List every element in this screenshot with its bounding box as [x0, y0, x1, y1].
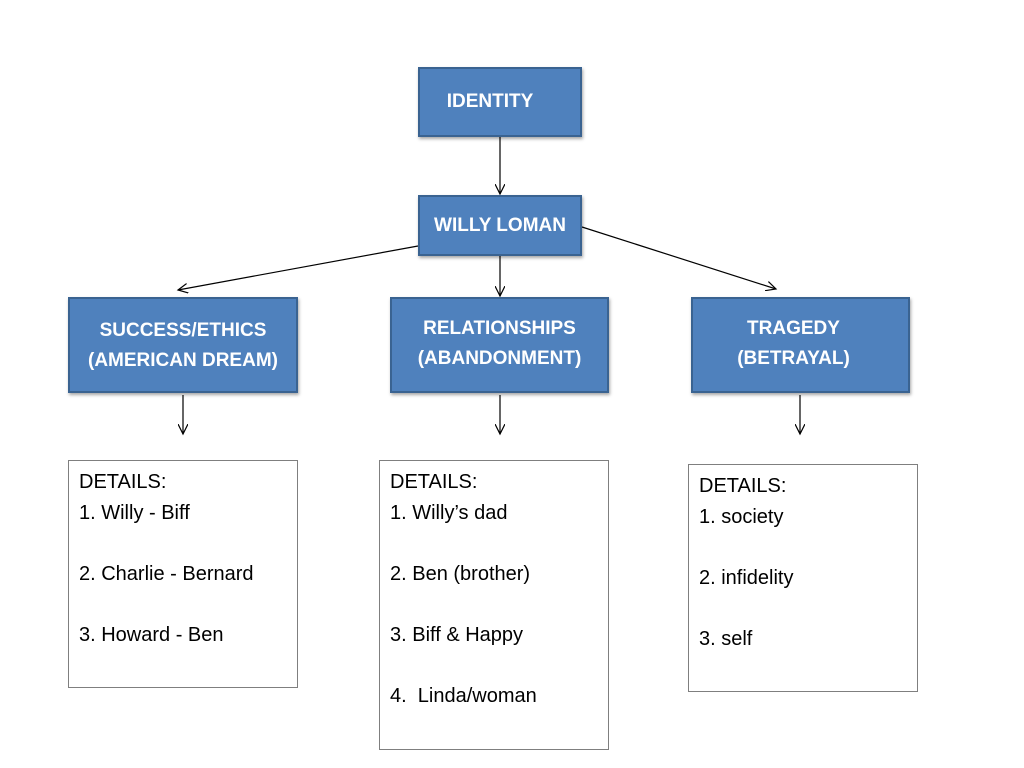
node-willy-loman-label: WILLY LOMAN [434, 214, 566, 236]
details-heading: DETAILS: [390, 471, 478, 493]
arrow-willy-to-tragedy [581, 226, 776, 289]
details-item: 3. self [699, 628, 753, 650]
arrow-willy-to-success [178, 245, 419, 290]
details-item: 1. Willy - Biff [79, 502, 190, 524]
details-item: 2. Ben (brother) [390, 563, 531, 585]
details-item: 2. Charlie - Bernard [79, 563, 254, 585]
node-identity: IDENTITY [418, 67, 582, 137]
node-willy-loman: WILLY LOMAN [418, 195, 582, 256]
details-item: 3. Biff & Happy [390, 624, 524, 646]
details-box-relationships: DETAILS: 1. Willy’s dad 2. Ben (brother)… [379, 460, 609, 750]
details-box-tragedy: DETAILS: 1. society 2. infidelity 3. sel… [688, 464, 918, 692]
details-heading: DETAILS: [79, 471, 167, 493]
details-item: 3. Howard - Ben [79, 624, 224, 646]
node-relationships-label: RELATIONSHIPS (ABANDONMENT) [417, 317, 582, 369]
details-heading: DETAILS: [699, 475, 787, 497]
node-identity-label: IDENTITY [446, 91, 534, 112]
node-relationships: RELATIONSHIPS (ABANDONMENT) [390, 297, 609, 393]
details-item: 1. Willy’s dad [390, 502, 508, 524]
details-item: 4. Linda/woman [390, 685, 537, 707]
node-tragedy-label: TRAGEDY (BETRAYAL) [737, 318, 850, 369]
node-success-ethics-label: SUCCESS/ETHICS (AMERICAN DREAM) [88, 320, 278, 371]
details-box-success: DETAILS: 1. Willy - Biff 2. Charlie - Be… [68, 460, 298, 688]
details-item: 2. infidelity [699, 567, 794, 589]
node-tragedy: TRAGEDY (BETRAYAL) [691, 297, 910, 393]
node-success-ethics: SUCCESS/ETHICS (AMERICAN DREAM) [68, 297, 298, 393]
details-item: 1. society [699, 506, 784, 528]
